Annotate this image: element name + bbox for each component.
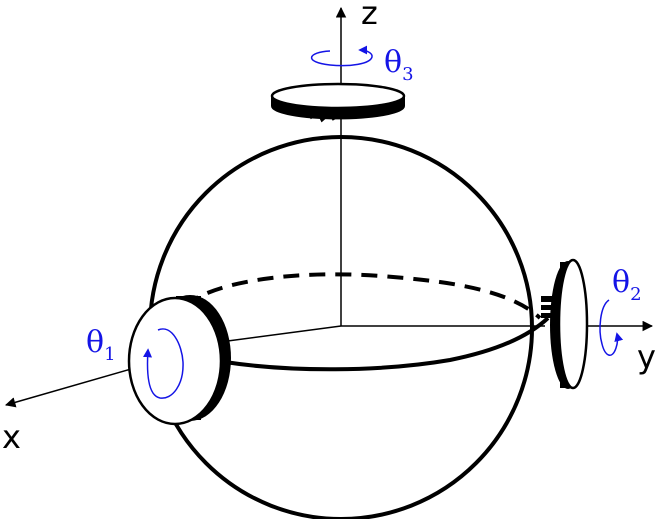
equator-back xyxy=(183,272,542,320)
theta3-label: θ3 xyxy=(384,45,414,85)
x-axis-label: x xyxy=(2,418,21,456)
z-axis-label: z xyxy=(361,0,378,32)
x-axis-outer xyxy=(4,366,139,408)
theta1-rotation-arrow xyxy=(143,328,184,399)
theta3-subscript: 3 xyxy=(402,64,413,85)
y-axis-label: y xyxy=(637,338,656,376)
reaction-wheel-top xyxy=(270,82,406,123)
reaction-wheel-left xyxy=(127,295,231,426)
theta3-symbol: θ xyxy=(384,45,402,80)
theta1-symbol: θ xyxy=(86,325,104,360)
reaction-wheel-right xyxy=(541,258,589,390)
theta2-label: θ2 xyxy=(612,265,642,305)
theta2-subscript: 2 xyxy=(630,284,641,305)
theta1-subscript: 1 xyxy=(104,344,115,365)
theta3-rotation-arrow xyxy=(310,45,373,67)
theta1-label: θ1 xyxy=(86,325,116,365)
equator-front xyxy=(224,316,550,372)
theta2-symbol: θ xyxy=(612,265,630,300)
theta2-rotation-arrow xyxy=(599,299,624,356)
